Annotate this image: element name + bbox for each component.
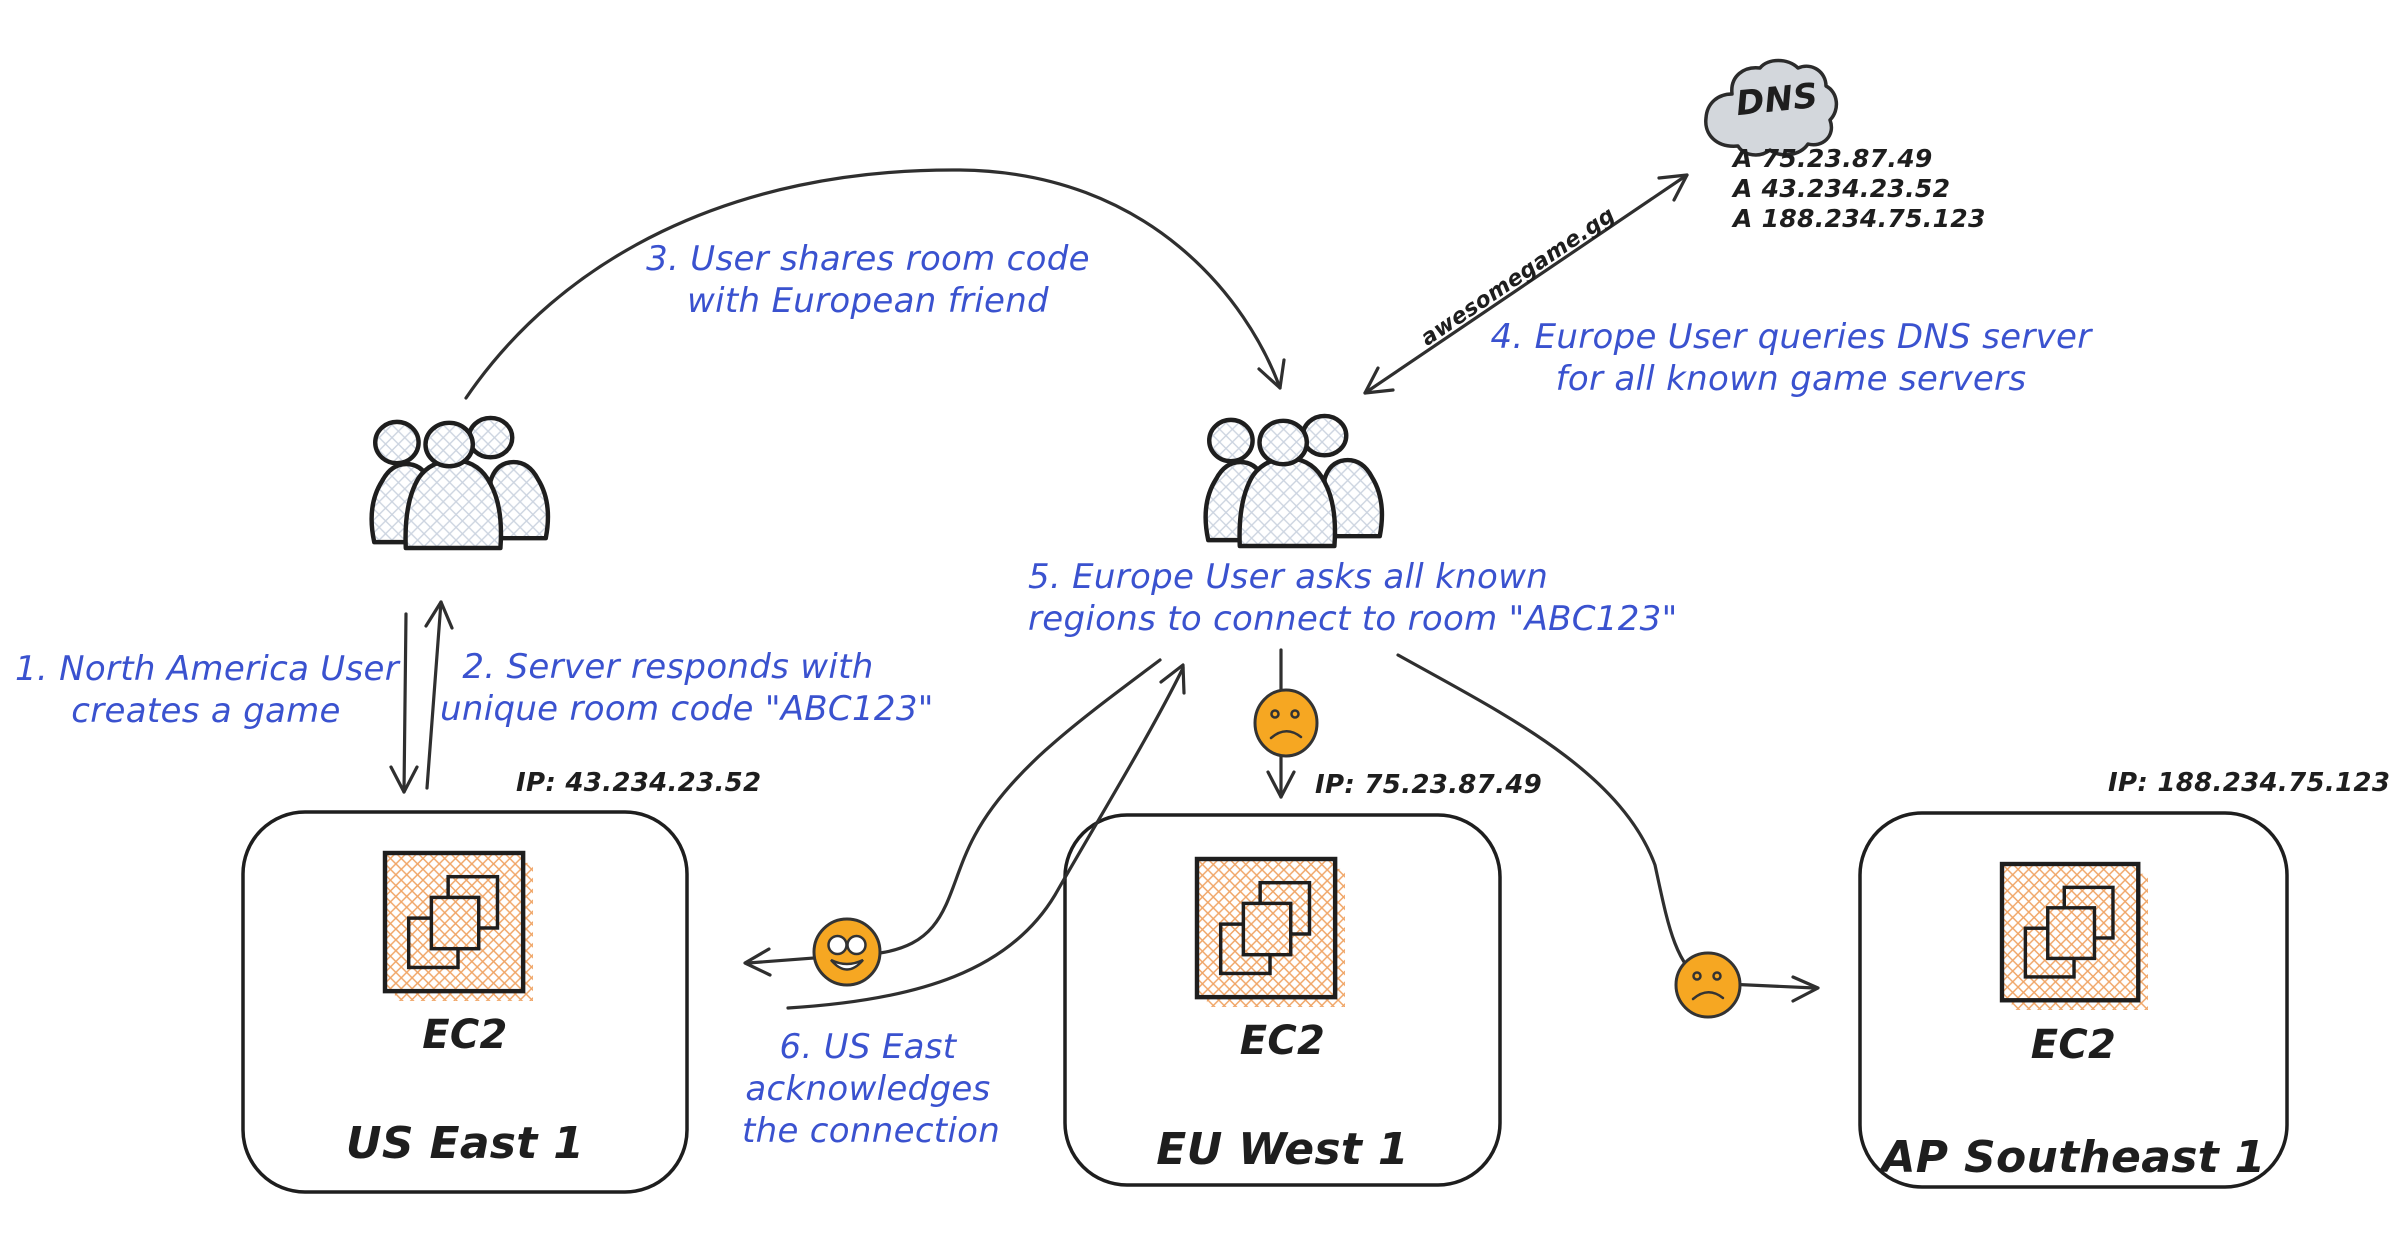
- ip-label-ap-southeast-1: IP: 188.234.75.123: [2108, 768, 2391, 798]
- sad-face-icon: [1253, 688, 1319, 758]
- region-box-us-east-1: [241, 810, 689, 1194]
- arrow-share-room-code: [464, 168, 1286, 400]
- arrow-connect-ap-southeast: [1396, 653, 1820, 1003]
- ec2-icon: [385, 853, 533, 1001]
- arrow-connect-us-east: [743, 658, 1162, 977]
- ip-label-us-east-1: IP: 43.234.23.52: [516, 768, 762, 798]
- region-name-us-east-1: US East 1: [345, 1118, 585, 1169]
- ec2-service-label: EC2: [2030, 1022, 2117, 1068]
- happy-face-icon: [812, 917, 882, 987]
- arrow-us-east-acknowledge: [786, 663, 1186, 1010]
- sad-face-icon: [1674, 951, 1742, 1019]
- europe-users-icon: [1206, 416, 1382, 546]
- ec2-icon: [2002, 864, 2148, 1010]
- arrow-room-code-response: [424, 600, 454, 790]
- region-name-eu-west-1: EU West 1: [1156, 1124, 1409, 1175]
- arrow-dns-query: [1363, 173, 1689, 395]
- north-america-users-icon: [372, 418, 548, 548]
- ec2-icon: [1197, 859, 1345, 1007]
- ec2-service-label: EC2: [1239, 1018, 1326, 1064]
- region-name-ap-southeast-1: AP Southeast 1: [1881, 1132, 2266, 1183]
- dns-cloud-icon: [1704, 58, 1839, 157]
- ec2-service-label: EC2: [422, 1012, 508, 1058]
- ip-label-eu-west-1: IP: 75.23.87.49: [1315, 770, 1543, 800]
- arrow-create-game: [389, 612, 419, 794]
- dns-record: A 43.234.23.52: [1733, 174, 1951, 203]
- dns-record: A 188.234.75.123: [1733, 204, 1986, 233]
- dns-record: A 75.23.87.49: [1733, 144, 1933, 173]
